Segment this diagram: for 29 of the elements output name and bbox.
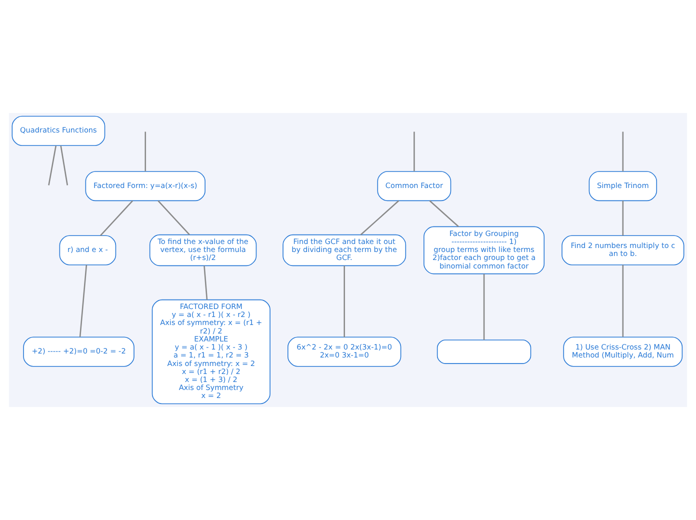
node-box: Quadratics Functions bbox=[12, 116, 106, 146]
node-box: Factored Form: y=a(x-r)(x-s) bbox=[85, 171, 206, 202]
node-box: Common Factor bbox=[377, 171, 452, 202]
node-box bbox=[436, 340, 532, 364]
node-box: To find the x-value of the vertex, use the formula (r+s)/2 bbox=[149, 234, 257, 266]
connector bbox=[204, 266, 208, 300]
node-box: r) and e x - bbox=[59, 235, 116, 266]
connector bbox=[344, 266, 345, 338]
connector bbox=[622, 200, 624, 236]
node-box: 6x^2 - 2x = 0 2x(3x-1)=0 2x=0 3x-1=0 bbox=[288, 336, 402, 367]
node-box: +2) ----- +2)=0 =0-2 = -2 bbox=[23, 336, 134, 367]
connector bbox=[144, 132, 146, 172]
node-box: Factor by Grouping --------------------- 1) group terms with like terms 2)factor each group to get a binomial common factor bbox=[424, 226, 545, 274]
connector bbox=[79, 264, 88, 337]
connector bbox=[48, 146, 57, 186]
connector bbox=[483, 274, 485, 340]
node-box: Simple Trinom bbox=[588, 171, 658, 202]
connector bbox=[360, 200, 400, 236]
node-box: Find 2 numbers multiply to c an to b. bbox=[562, 235, 684, 266]
connector bbox=[429, 200, 459, 227]
node-box: Find the GCF and take it out by dividing each term by the GCF. bbox=[282, 234, 406, 266]
connector bbox=[622, 132, 624, 172]
connector bbox=[622, 264, 624, 337]
connector bbox=[414, 132, 415, 172]
node-box: 1) Use Criss-Cross 2) MAN Method (Multiply, Add, Num bbox=[563, 336, 683, 367]
connector bbox=[100, 200, 134, 236]
connector bbox=[60, 146, 68, 186]
node-box: FACTORED FORM y = a( x - r1 )( x - r2 ) Axis of symmetry: x = (r1 + r2) / 2 EXAMPLE y = a( x - 1 )( x - 3 ) a = 1, r1 = 1, r2 = 3 Axis of symmetry: x = 2 x = (r1 + r2) / 2 x = (1 + 3) / 2 Axis of Symmetry x = 2 bbox=[152, 299, 270, 404]
connector bbox=[158, 200, 190, 236]
